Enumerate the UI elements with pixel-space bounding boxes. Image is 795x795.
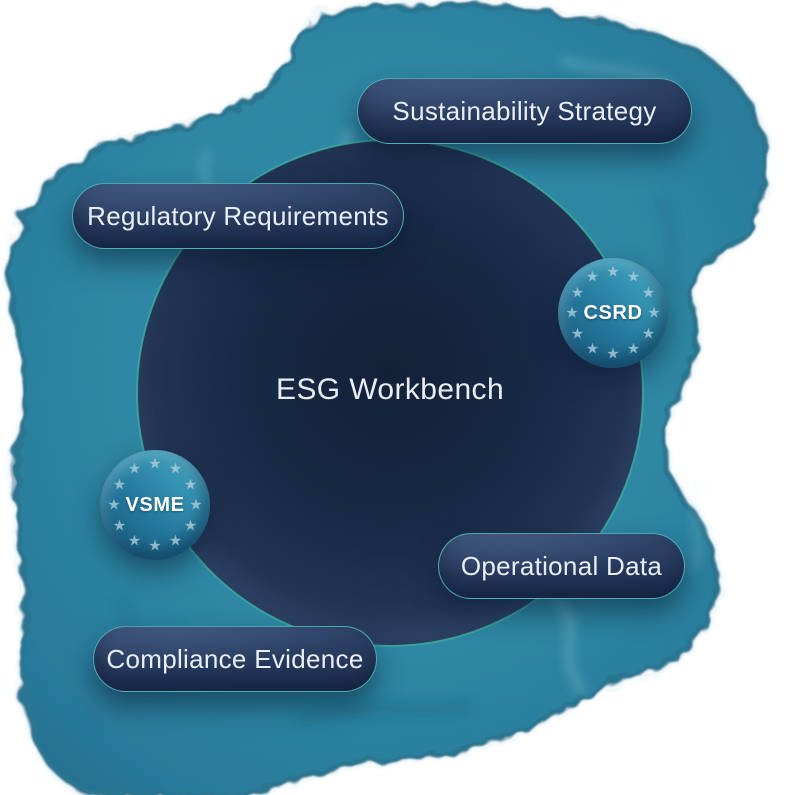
eu-star-icon: ★	[641, 284, 656, 301]
eu-star-icon: ★	[606, 263, 620, 281]
eu-star-icon: ★	[148, 455, 162, 473]
eu-star-icon: ★	[168, 460, 183, 478]
eu-star-icon: ★	[112, 476, 127, 493]
node-pill-compliance-evidence: Compliance Evidence	[93, 626, 377, 692]
node-label: Operational Data	[460, 550, 663, 581]
eu-star-icon: ★	[127, 460, 142, 478]
eu-star-icon: ★	[127, 532, 142, 549]
eu-star-icon: ★	[641, 325, 656, 342]
eu-star-icon: ★	[189, 496, 203, 514]
eu-star-icon: ★	[565, 304, 579, 322]
eu-star-icon: ★	[626, 340, 641, 357]
node-pill-regulatory-requirements: Regulatory Requirements	[72, 183, 404, 249]
eu-star-icon: ★	[183, 476, 198, 493]
badge-vsme: VSME ★★★★★★★★★★★★	[100, 450, 210, 560]
eu-star-icon: ★	[168, 532, 183, 549]
eu-star-icon: ★	[647, 304, 661, 322]
eu-star-icon: ★	[183, 517, 198, 534]
eu-star-icon: ★	[112, 517, 127, 534]
node-label: Regulatory Requirements	[87, 200, 389, 231]
center-title: ESG Workbench	[275, 373, 505, 406]
badge-label: CSRD	[583, 301, 643, 324]
node-pill-sustainability-strategy: Sustainability Strategy	[357, 78, 692, 144]
node-label: Compliance Evidence	[106, 643, 364, 674]
eu-star-icon: ★	[107, 496, 121, 514]
eu-star-icon: ★	[585, 268, 600, 286]
badge-label: VSME	[125, 493, 185, 516]
node-label: Sustainability Strategy	[392, 95, 657, 126]
eu-star-icon: ★	[570, 284, 585, 301]
eu-star-icon: ★	[570, 325, 585, 342]
eu-star-icon: ★	[626, 268, 641, 286]
badge-csrd: CSRD ★★★★★★★★★★★★	[558, 258, 668, 368]
eu-star-icon: ★	[148, 537, 162, 555]
node-pill-operational-data: Operational Data	[438, 533, 685, 599]
eu-star-icon: ★	[585, 340, 600, 357]
eu-star-icon: ★	[606, 345, 620, 363]
